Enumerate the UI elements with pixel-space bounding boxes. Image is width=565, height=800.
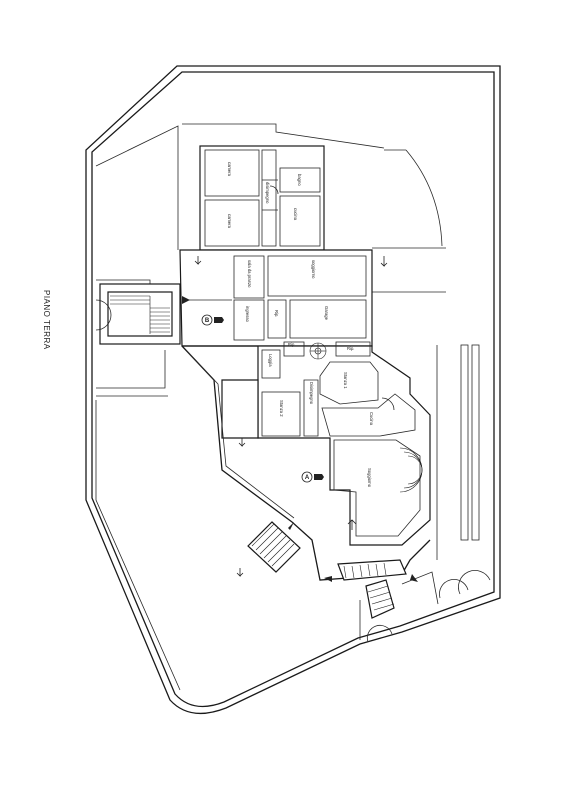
room-label-camera-2: camera (227, 214, 232, 229)
room-label-cucina-2: Cucina (369, 412, 374, 426)
room-label-soggiorno-1: soggiorno (311, 260, 316, 279)
room-label-rip-3: Rip. (347, 346, 354, 351)
door-arrows (182, 256, 418, 582)
room-label-soggiorno-2: Soggiorno (367, 468, 372, 488)
room-label-disimpegno-2: Disimpegno (309, 382, 314, 405)
room-label-stanza-1: Stanza 1 (343, 372, 348, 389)
room-label-sala-pranzo: sala da pranzo (247, 260, 252, 288)
room-label-disimpegno-1: disimpegno (265, 182, 270, 204)
room-label-garage: Garage (324, 306, 329, 321)
room-label-rip-2: Rip. (288, 342, 295, 347)
room-label-bagno-1: bagno (297, 174, 302, 186)
drawing-title: PIANO TERRA (42, 290, 51, 350)
room-label-cucina-1: cucina (293, 208, 298, 221)
central-block (179, 249, 373, 347)
room-label-loggia: Loggia (268, 354, 273, 367)
room-label-ingresso: ingresso (245, 306, 250, 322)
room-label-rip-1: Rip. (274, 310, 279, 317)
spiral-stair (309, 342, 327, 360)
room-label-stanza-2: Stanza 2 (279, 400, 284, 417)
north-wing (199, 145, 325, 251)
south-building (182, 341, 431, 546)
property-boundary (85, 65, 501, 714)
terrace-wall (181, 345, 431, 581)
entrance-a-label: A (305, 475, 310, 481)
room-labels: camera disimpegno bagno camera cucina sa… (227, 162, 374, 488)
entrance-b-label: B (205, 318, 210, 324)
sw-stair (247, 521, 301, 573)
garden-edges (95, 123, 480, 691)
entrance-a-marker: A (301, 471, 324, 483)
left-stair-block (95, 283, 181, 345)
south-stairs (337, 559, 491, 643)
room-label-camera-1: camera (227, 162, 232, 177)
entrance-b-marker: B (201, 314, 224, 326)
